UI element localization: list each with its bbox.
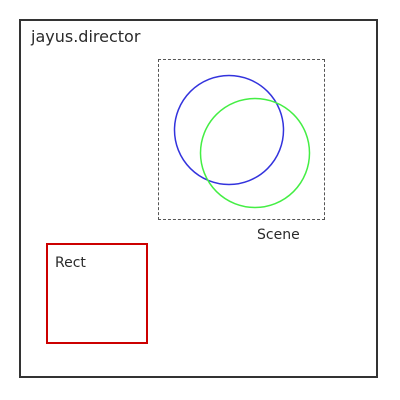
scene-frame[interactable] — [158, 59, 325, 220]
rect-shape[interactable]: Rect — [46, 243, 148, 344]
scene-canvas — [173, 74, 311, 209]
blue-circle[interactable] — [173, 74, 285, 186]
scene-label: Scene — [257, 227, 300, 243]
green-circle[interactable] — [199, 97, 311, 209]
director-frame: jayus.director — [19, 19, 378, 378]
director-title: jayus.director — [31, 27, 141, 46]
rect-label: Rect — [55, 255, 86, 271]
